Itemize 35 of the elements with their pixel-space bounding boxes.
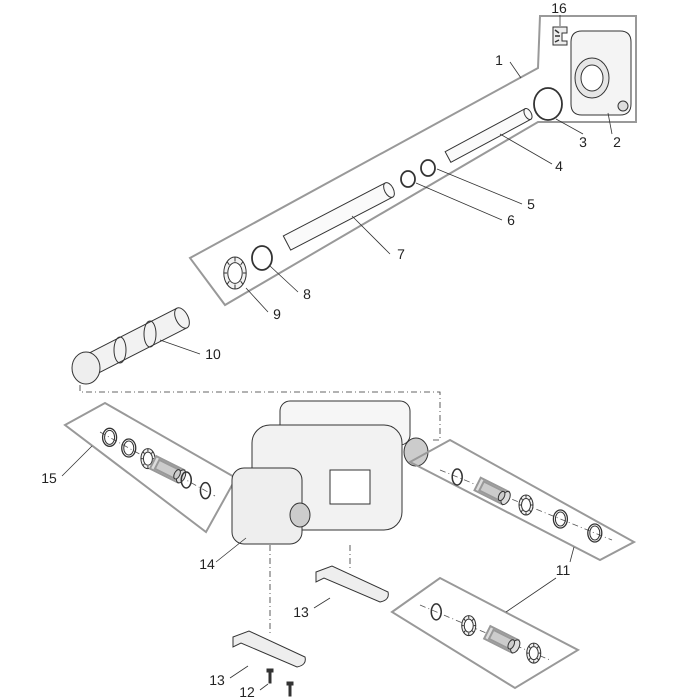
- leader-line: [352, 216, 390, 254]
- leader-line: [416, 182, 502, 220]
- callout-number: 13: [288, 604, 314, 620]
- leader-line: [260, 684, 268, 690]
- leader-line: [556, 118, 584, 134]
- callout-number: 4: [548, 158, 570, 174]
- leader-line: [62, 446, 92, 476]
- leader-line: [270, 266, 298, 292]
- leader-line: [216, 538, 246, 562]
- leader-line: [436, 168, 522, 204]
- leader-line: [246, 288, 268, 312]
- leader-line: [314, 598, 330, 608]
- callout-number: 14: [194, 556, 220, 572]
- callout-number: 2: [606, 134, 628, 150]
- callout-number: 8: [296, 286, 318, 302]
- callout-number: 1: [488, 52, 510, 68]
- leader-line: [510, 62, 522, 78]
- callout-number: 7: [390, 246, 412, 262]
- callout-number: 5: [520, 196, 542, 212]
- callout-number: 16: [548, 0, 570, 15]
- callout-number: 15: [36, 470, 62, 486]
- callout-number: 9: [266, 306, 288, 322]
- callout-number: 10: [200, 346, 226, 362]
- leader-line: [570, 546, 574, 562]
- callout-number: 13: [204, 672, 230, 688]
- leader-line: [500, 134, 552, 164]
- callout-number: 6: [500, 212, 522, 228]
- callout-number: 3: [572, 134, 594, 150]
- leader-line: [506, 578, 556, 612]
- callout-number: 11: [550, 562, 576, 578]
- leader-line: [160, 340, 200, 354]
- leader-line: [608, 112, 612, 134]
- assembly-line: [80, 384, 440, 440]
- callout-number: 12: [234, 684, 260, 700]
- leader-line: [230, 666, 248, 678]
